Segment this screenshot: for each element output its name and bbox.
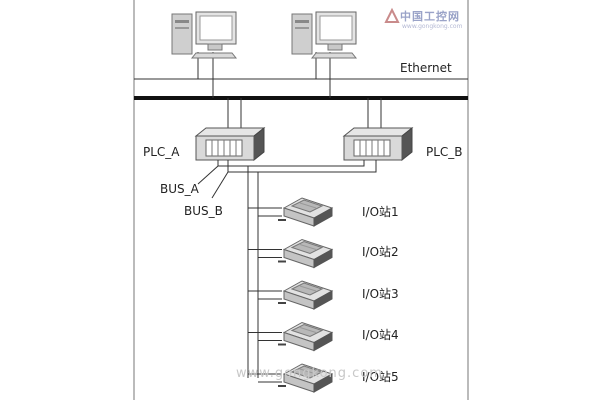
watermark-subtitle: www.gongkong.com [402, 23, 463, 30]
plc-a-label: PLC_A [143, 145, 180, 159]
computer-1-icon [171, 11, 238, 59]
watermark-logo-icon [384, 7, 400, 23]
io-station-5-icon [248, 363, 334, 393]
io-station-1-label: I/O站1 [362, 205, 399, 219]
io-stations-layer [248, 197, 334, 393]
plc-b-rack-icon [342, 126, 414, 162]
computer-2-icon [291, 11, 358, 59]
watermark-title: 中国工控网 [400, 10, 460, 23]
io-station-4-label: I/O站4 [362, 328, 399, 342]
io-station-3-label: I/O站3 [362, 287, 399, 301]
plc-a-rack-icon [194, 126, 266, 162]
watermark-top: 中国工控网 www.gongkong.com [378, 6, 478, 36]
ethernet-label: Ethernet [400, 61, 452, 75]
bus-a-label: BUS_A [160, 182, 199, 196]
bus-b-label: BUS_B [184, 204, 223, 218]
io-station-2-icon [248, 238, 334, 269]
io-station-1-icon [248, 197, 334, 227]
plc-b-label: PLC_B [426, 145, 463, 159]
io-station-4-icon [248, 321, 334, 352]
plc-drops [227, 98, 382, 130]
io-station-2-label: I/O站2 [362, 245, 399, 259]
io-station-3-icon [248, 280, 334, 310]
fieldbus-connections [197, 160, 377, 378]
computer-drops [197, 52, 331, 98]
io-station-5-label: I/O站5 [362, 370, 399, 384]
watermark-bottom: www.gongkong.com [236, 366, 383, 381]
